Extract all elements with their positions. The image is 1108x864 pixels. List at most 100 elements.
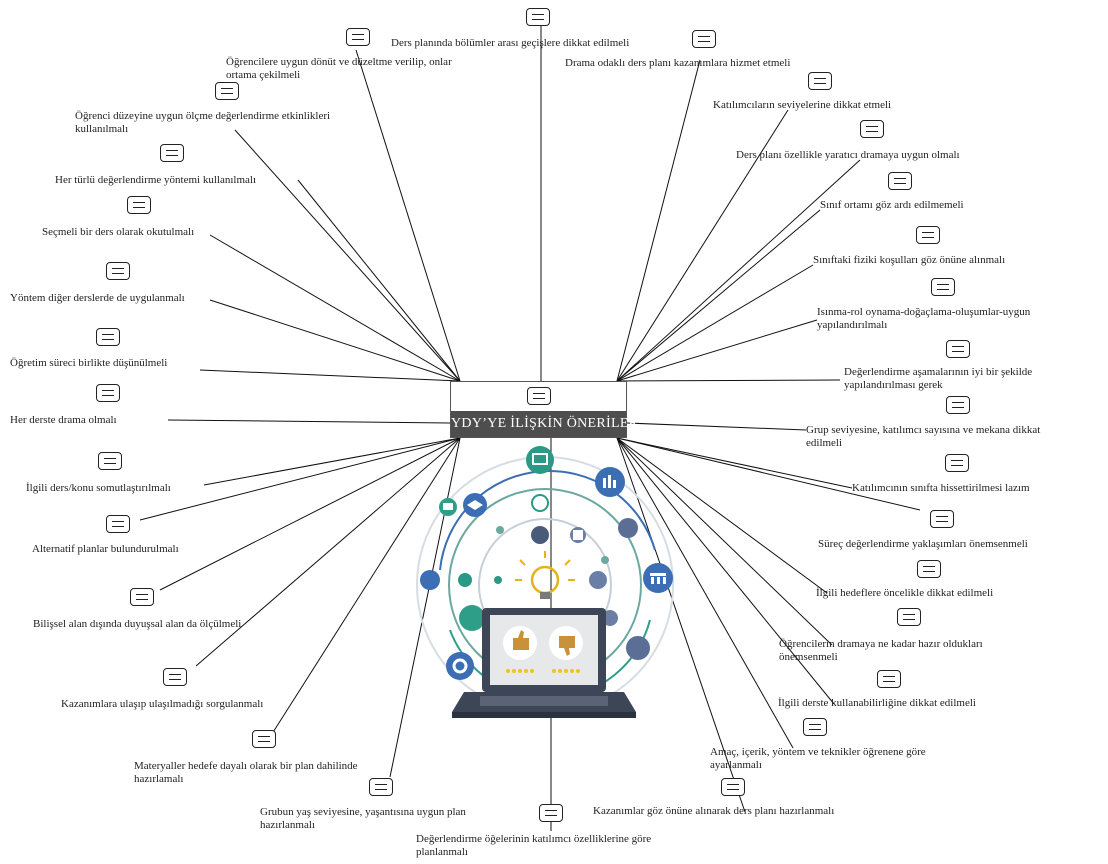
note-icon[interactable] bbox=[803, 718, 827, 736]
note-icon[interactable] bbox=[946, 396, 970, 414]
note-icon[interactable] bbox=[945, 454, 969, 472]
node-label-line: Sınıftaki fiziki koşulları göz önüne alı… bbox=[813, 254, 1006, 266]
connector-line bbox=[616, 437, 833, 646]
connector-line bbox=[209, 299, 461, 382]
connector-line bbox=[167, 419, 451, 424]
note-icon[interactable] bbox=[98, 452, 122, 470]
node-label-line: Bilişsel alan dışında duyuşsal alan da ö… bbox=[33, 618, 242, 630]
node-label: Öğrenci düzeyine uygun ölçme değerlendir… bbox=[75, 110, 330, 136]
node-label-line: Sınıf ortamı göz ardı edilmemeli bbox=[820, 199, 964, 211]
node-label-line: hazırlamalı bbox=[134, 773, 184, 785]
connector-line bbox=[297, 179, 461, 382]
central-topic[interactable]: YDY’YE İLİŞKİN ÖNERİLER bbox=[450, 381, 638, 438]
note-icon[interactable] bbox=[163, 668, 187, 686]
node-label-line: edilmeli bbox=[806, 437, 843, 449]
node-label-line: Isınma-rol oynama-doğaçlama-oluşumlar-uy… bbox=[817, 306, 1031, 318]
note-icon[interactable] bbox=[930, 510, 954, 528]
node-label-line: Her türlü değerlendirme yöntemi kullanıl… bbox=[55, 174, 256, 186]
connector-line bbox=[139, 437, 461, 521]
node-label-line: Drama odaklı ders planı kazanımlara hizm… bbox=[565, 57, 791, 69]
note-icon[interactable] bbox=[215, 82, 239, 100]
note-icon[interactable] bbox=[931, 278, 955, 296]
node-label-line: Öğrencilere uygun dönüt ve düzeltme veri… bbox=[226, 56, 452, 68]
node-label-line: Seçmeli bir ders olarak okutulmalı bbox=[42, 226, 195, 238]
note-icon[interactable] bbox=[130, 588, 154, 606]
node-label-line: İlgili derste kullanabilirliğine dikkat … bbox=[778, 697, 976, 709]
note-icon[interactable] bbox=[127, 196, 151, 214]
note-icon[interactable] bbox=[96, 328, 120, 346]
note-icon[interactable] bbox=[527, 387, 551, 405]
note-icon[interactable] bbox=[106, 262, 130, 280]
note-icon[interactable] bbox=[721, 778, 745, 796]
note-icon[interactable] bbox=[96, 384, 120, 402]
node-label: Yöntem diğer derslerde de uygulanmalı bbox=[10, 292, 185, 305]
note-icon[interactable] bbox=[946, 340, 970, 358]
note-icon[interactable] bbox=[897, 608, 921, 626]
node-label: Sınıf ortamı göz ardı edilmemeli bbox=[820, 199, 964, 212]
note-icon[interactable] bbox=[916, 226, 940, 244]
node-label: Materyaller hedefe dayalı olarak bir pla… bbox=[134, 760, 358, 786]
node-label-line: Yöntem diğer derslerde de uygulanmalı bbox=[10, 292, 185, 304]
node-label: Katılımcıların seviyelerine dikkat etmel… bbox=[713, 99, 891, 112]
node-label-line: Değerlendirme öğelerinin katılımcı özell… bbox=[416, 833, 652, 845]
node-label-line: yapılandırılması gerek bbox=[844, 379, 943, 391]
node-label: Amaç, içerik, yöntem ve teknikler öğrene… bbox=[710, 746, 926, 772]
connector-line bbox=[616, 437, 921, 511]
node-label: Isınma-rol oynama-doğaçlama-oluşumlar-uy… bbox=[817, 306, 1030, 332]
note-icon[interactable] bbox=[252, 730, 276, 748]
node-label: İlgili derste kullanabilirliğine dikkat … bbox=[778, 697, 976, 710]
connector-line bbox=[616, 379, 841, 382]
node-label: Sınıftaki fiziki koşulları göz önüne alı… bbox=[813, 254, 1005, 267]
note-icon[interactable] bbox=[917, 560, 941, 578]
note-icon[interactable] bbox=[692, 30, 716, 48]
node-label-line: Her derste drama olmalı bbox=[10, 414, 117, 426]
connector-line bbox=[616, 437, 835, 705]
note-icon[interactable] bbox=[369, 778, 393, 796]
note-icon[interactable] bbox=[106, 515, 130, 533]
connector-line bbox=[209, 234, 461, 382]
node-label-line: Değerlendirme aşamalarının iyi bir şekil… bbox=[844, 366, 1033, 378]
connector-line bbox=[199, 369, 461, 382]
node-label-line: Süreç değerlendirme yaklaşımları önemsen… bbox=[818, 538, 1028, 550]
node-label-line: ayarlanmalı bbox=[710, 759, 762, 771]
node-label-line: Katılımcıların seviyelerine dikkat etmel… bbox=[713, 99, 892, 111]
note-icon[interactable] bbox=[160, 144, 184, 162]
node-label-line: Grubun yaş seviyesine, yaşantısına uygun… bbox=[260, 806, 466, 818]
node-label-line: önemsenmeli bbox=[779, 651, 838, 663]
connector-line bbox=[616, 59, 701, 382]
node-label-line: hazırlanmalı bbox=[260, 819, 315, 831]
note-icon[interactable] bbox=[346, 28, 370, 46]
connector-line bbox=[159, 437, 461, 591]
node-label-line: Katılımcının sınıfta hissettirilmesi laz… bbox=[852, 482, 1030, 494]
note-icon[interactable] bbox=[526, 8, 550, 26]
connector-line bbox=[616, 264, 814, 382]
node-label: Öğrencilerin dramaya ne kadar hazır oldu… bbox=[779, 638, 983, 664]
node-label: İlgili ders/konu somutlaştırılmalı bbox=[26, 482, 171, 495]
note-icon[interactable] bbox=[539, 804, 563, 822]
note-icon[interactable] bbox=[877, 670, 901, 688]
node-label: Her türlü değerlendirme yöntemi kullanıl… bbox=[55, 174, 256, 187]
node-label-line: yapılandırılmalı bbox=[817, 319, 888, 331]
node-label-line: Alternatif planlar bulundurulmalı bbox=[32, 543, 179, 555]
node-label-line: Grup seviyesine, katılımcı sayısına ve m… bbox=[806, 424, 1041, 436]
connector-line bbox=[626, 422, 807, 431]
node-label: Öğretim süreci birlikte düşünülmeli bbox=[10, 357, 167, 370]
connector-line bbox=[616, 437, 828, 594]
connector-line bbox=[389, 437, 461, 778]
node-label: İlgili hedeflere öncelikle dikkat edilme… bbox=[816, 587, 993, 600]
node-label: Drama odaklı ders planı kazanımlara hizm… bbox=[565, 57, 790, 70]
node-label-line: Öğrenci düzeyine uygun ölçme değerlendir… bbox=[75, 110, 331, 122]
node-label: Öğrencilere uygun dönüt ve düzeltme veri… bbox=[226, 56, 452, 82]
node-label: Değerlendirme öğelerinin katılımcı özell… bbox=[416, 833, 651, 859]
node-label-line: Kazanımlar göz önüne alınarak ders planı… bbox=[593, 805, 835, 817]
note-icon[interactable] bbox=[808, 72, 832, 90]
connector-line bbox=[616, 437, 853, 489]
node-label: Kazanımlar göz önüne alınarak ders planı… bbox=[593, 805, 834, 818]
note-icon[interactable] bbox=[860, 120, 884, 138]
node-label-line: Ders planı özellikle yaratıcı dramaya uy… bbox=[736, 149, 960, 161]
note-icon[interactable] bbox=[888, 172, 912, 190]
node-label: Ders planı özellikle yaratıcı dramaya uy… bbox=[736, 149, 960, 162]
node-label-line: planlanmalı bbox=[416, 846, 468, 858]
node-label: Katılımcının sınıfta hissettirilmesi laz… bbox=[852, 482, 1030, 495]
